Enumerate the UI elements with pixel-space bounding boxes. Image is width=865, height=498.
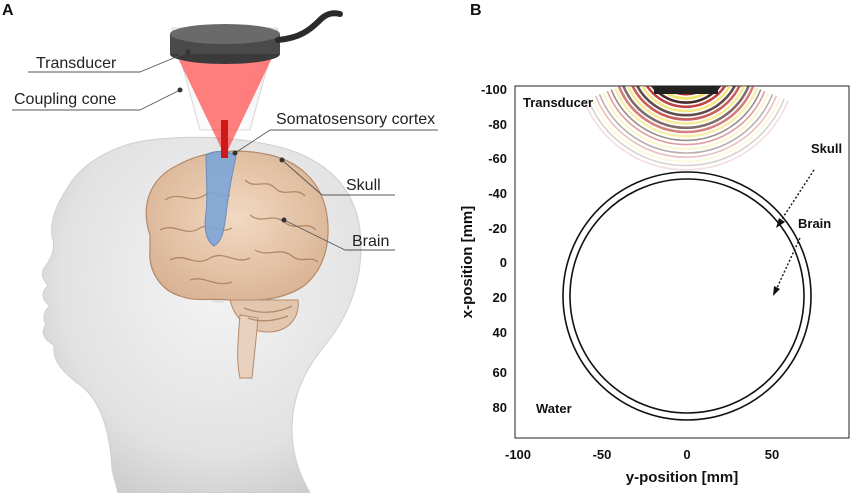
beam-focus <box>221 120 228 158</box>
wave-arc <box>587 98 785 167</box>
brain-sulci <box>159 179 319 322</box>
x-tick: -100 <box>505 447 531 462</box>
skull-inner <box>569 178 805 414</box>
ultrasound-beam <box>178 58 272 150</box>
y-tick: -20 <box>488 221 507 236</box>
wave-arc <box>626 86 746 125</box>
y-tick: 20 <box>493 290 507 305</box>
wave-arc <box>610 89 762 142</box>
label-skull: Skull <box>346 177 381 194</box>
wave-arc <box>594 95 778 158</box>
label-skull-b: Skull <box>811 141 842 156</box>
wave-arc <box>635 86 737 117</box>
label-somatosensory-cortex: Somatosensory cortex <box>276 111 435 128</box>
wave-arc <box>621 86 751 130</box>
y-tick: 40 <box>493 325 507 340</box>
y-tick: 60 <box>493 365 507 380</box>
panel-a-letter: A <box>2 2 14 19</box>
y-tick: 80 <box>493 400 507 415</box>
transducer-device <box>170 10 343 64</box>
y-axis-ticks: -100 -80 -60 -40 -20 0 20 40 60 80 <box>481 82 507 415</box>
label-transducer: Transducer <box>36 55 117 72</box>
wave-arc <box>598 93 774 154</box>
panel-b-simulation: B Transducer Skull Brain Water -100 -80 … <box>458 0 865 493</box>
head-illustration: Transducer Coupling cone Somatosensory c… <box>12 10 438 494</box>
x-axis-ticks: -100 -50 0 50 <box>505 447 779 462</box>
wave-arc <box>645 86 727 109</box>
wave-arc <box>590 97 782 163</box>
label-brain-b: Brain <box>798 216 831 231</box>
wave-arc <box>661 86 711 96</box>
panel-b-letter: B <box>470 2 482 19</box>
y-axis-title: x-position [mm] <box>459 206 476 319</box>
x-tick: 50 <box>765 447 779 462</box>
y-tick: -80 <box>488 117 507 132</box>
label-coupling-cone: Coupling cone <box>14 91 116 108</box>
label-water: Water <box>536 401 572 416</box>
label-transducer-b: Transducer <box>523 95 593 110</box>
y-tick: -100 <box>481 82 507 97</box>
label-brain: Brain <box>352 233 389 250</box>
brain-arrow-head <box>773 286 780 296</box>
wave-arc <box>640 86 732 113</box>
wave-arc <box>606 90 766 146</box>
plot-frame <box>514 85 850 439</box>
x-tick: -50 <box>593 447 612 462</box>
simulation-plot: Transducer Skull Brain Water -100 -80 -6… <box>459 82 850 486</box>
x-tick: 0 <box>683 447 690 462</box>
wave-arc <box>617 86 755 134</box>
leader-lines <box>12 51 438 251</box>
wave-arc <box>613 87 759 138</box>
panel-a-illustration: A <box>2 2 438 494</box>
wave-field <box>583 86 789 171</box>
wave-arc <box>650 86 722 104</box>
wave-arc <box>656 86 716 100</box>
y-tick: -60 <box>488 151 507 166</box>
brainstem-shape <box>237 314 259 379</box>
brain-shape <box>145 150 329 302</box>
wave-arc <box>583 100 789 171</box>
brain-arrow-line <box>775 237 801 291</box>
x-axis-title: y-position [mm] <box>626 469 739 486</box>
wave-arc <box>602 92 770 150</box>
skull-arrow-head <box>776 218 785 228</box>
transducer-element <box>654 86 718 94</box>
wave-arc <box>631 86 741 121</box>
y-tick: -40 <box>488 186 507 201</box>
y-tick: 0 <box>500 255 507 270</box>
skull-outer <box>562 171 812 421</box>
